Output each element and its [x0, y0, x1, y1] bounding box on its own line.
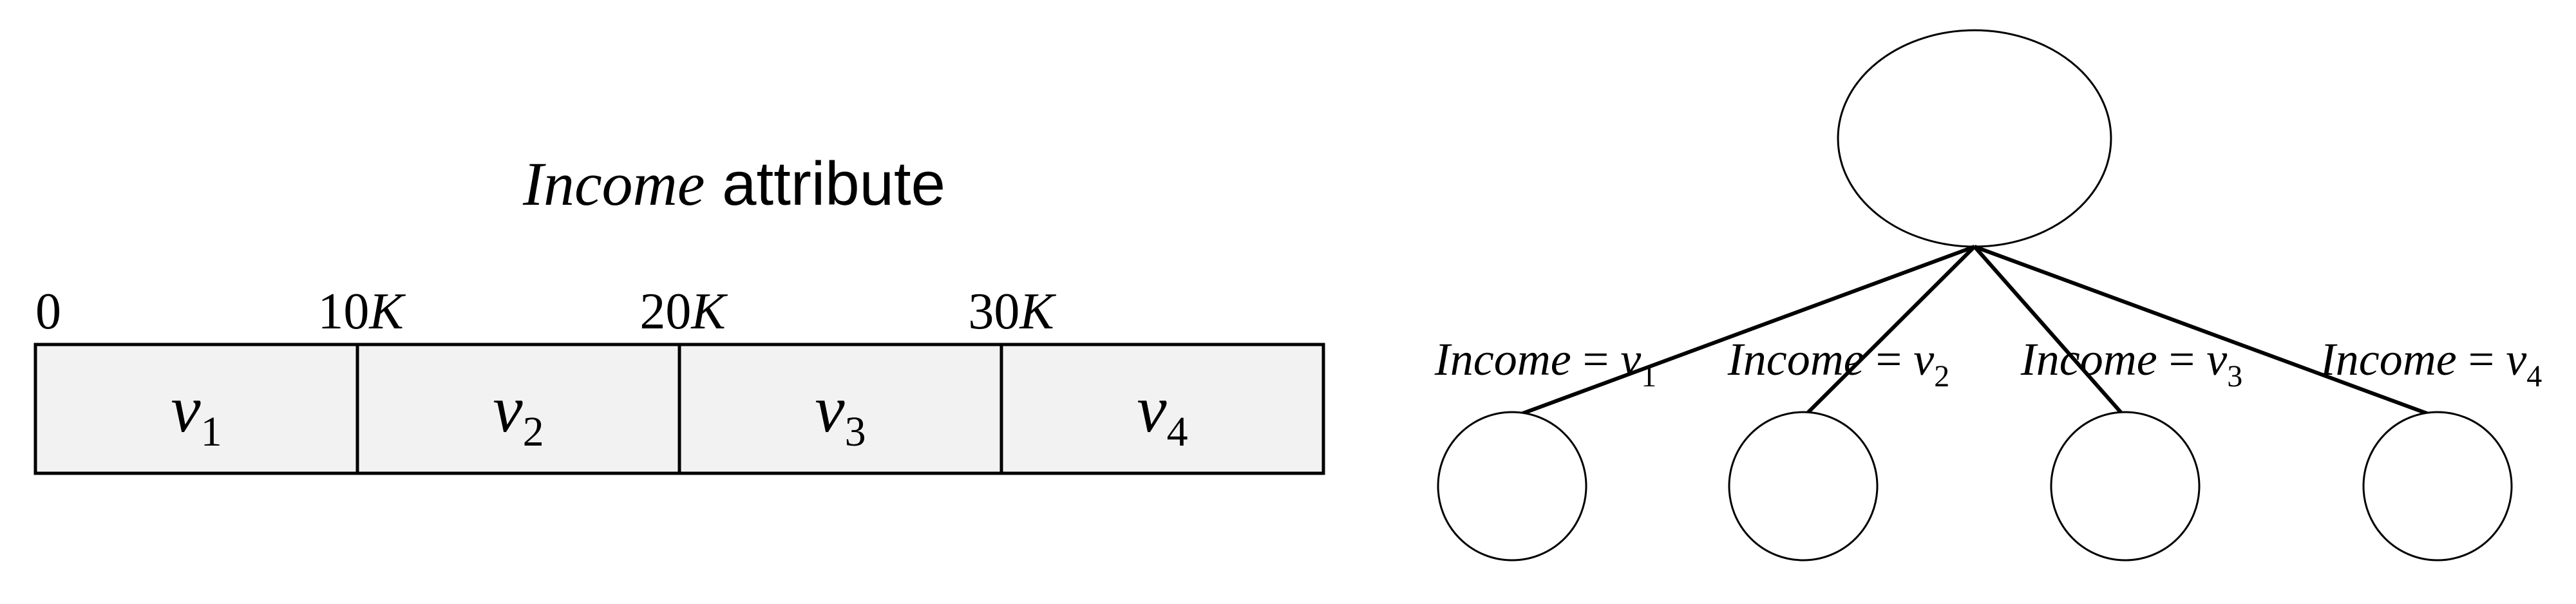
- title-italic: Income: [522, 149, 705, 218]
- interval-cell-v3: [677, 343, 1003, 475]
- tree-edges: [1511, 245, 2439, 419]
- edge-v2: [1801, 245, 1976, 419]
- edge-v3: [1973, 245, 2127, 419]
- child-node-v1: [1437, 411, 1587, 562]
- edge-label-v2: Income = v2: [1727, 334, 1949, 393]
- interval-cell-v1: [33, 343, 359, 475]
- edge-label-v4: Income = v4: [2320, 334, 2542, 393]
- edge-label-v3: Income = v3: [2020, 334, 2242, 393]
- child-node-v2: [1728, 411, 1879, 562]
- title: Income attribute: [522, 149, 945, 218]
- interval-label-v2: v2: [493, 372, 544, 455]
- interval-label-v1: v1: [171, 372, 222, 455]
- interval-cell-v2: [355, 343, 681, 475]
- child-node-v3: [2050, 411, 2201, 562]
- tick-label-0: 0: [35, 283, 61, 340]
- child-node-v4: [2362, 411, 2513, 562]
- tick-label-20k: 20K: [639, 283, 728, 340]
- interval-bar: [33, 343, 1325, 475]
- tick-label-10k: 10K: [317, 283, 406, 340]
- edge-v1: [1511, 245, 1976, 419]
- interval-cell-v4: [999, 343, 1325, 475]
- tick-label-30k: 30K: [968, 283, 1056, 340]
- child-nodes: [1437, 411, 2513, 562]
- title-rest: attribute: [705, 149, 945, 218]
- edge-label-v1: Income = v1: [1434, 334, 1656, 393]
- root-node: [1837, 29, 2112, 248]
- interval-label-v4: v4: [1137, 372, 1188, 455]
- interval-label-v3: v3: [815, 372, 866, 455]
- edge-v4: [1973, 245, 2439, 419]
